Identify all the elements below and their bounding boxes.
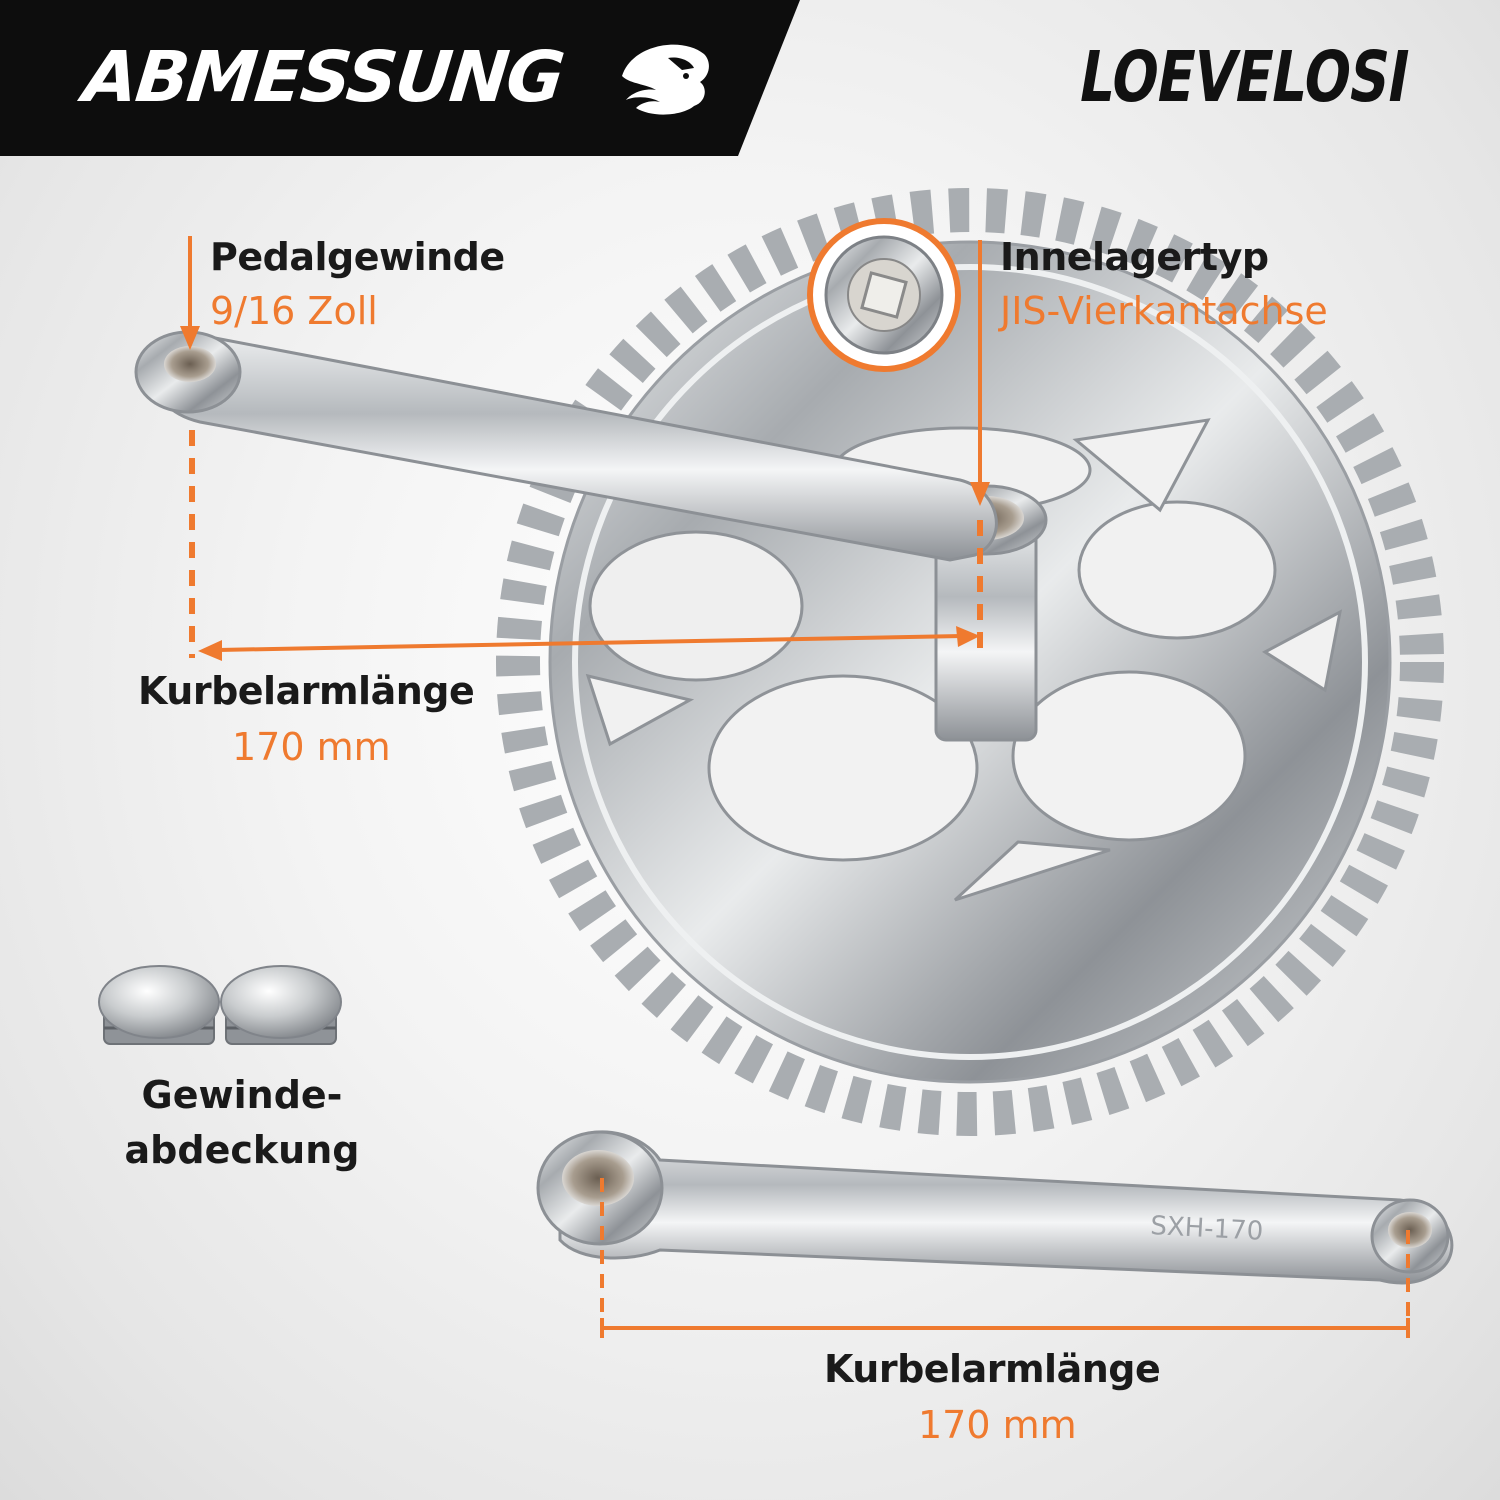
- chainring-teeth: [496, 188, 1444, 1136]
- chainring-rim-highlight: [572, 264, 1368, 1060]
- chainring-cutout: [707, 674, 979, 862]
- top-length-arrow-line: [217, 634, 963, 652]
- bottom-bracket-value: JIS-Vierkantachse: [1000, 289, 1328, 333]
- page-title: ABMESSUNG: [79, 36, 567, 118]
- chainring-cutout: [585, 673, 695, 747]
- thread-cover-caps: [98, 965, 342, 1045]
- pedal-thread-label: Pedalgewinde: [210, 235, 505, 279]
- thread-cover-label-line2: abdeckung: [124, 1128, 360, 1172]
- dimension-markers: [180, 236, 1410, 1338]
- thread-cover-label-line1: Gewinde-: [141, 1073, 343, 1117]
- arrow-down-icon: [180, 326, 200, 350]
- crank-length-bottom-value: 170 mm: [918, 1403, 1077, 1447]
- crank-length-label: Kurbelarmlänge: [138, 669, 475, 713]
- arrow-right-icon: [956, 626, 980, 647]
- chainring-cutout: [953, 840, 1111, 902]
- crank-length-value: 170 mm: [232, 725, 391, 769]
- top-crank-arm: [134, 330, 998, 562]
- arrow-left-icon: [198, 640, 222, 661]
- brand-logo: LOEVELOSI: [1073, 36, 1415, 118]
- chainring-cutout: [588, 530, 804, 682]
- chainring-cutout: [1072, 418, 1211, 513]
- pedal-thread-hole: [164, 346, 216, 382]
- chainring-cutout: [1077, 500, 1277, 640]
- thread-cover-label: Gewinde- abdeckung: [82, 1068, 402, 1178]
- bottom-bracket-label: Innelagertyp: [1000, 235, 1269, 279]
- bottom-crank-arm: [536, 1130, 1454, 1285]
- arrow-down-icon: [970, 482, 990, 506]
- pedal-thread-value: 9/16 Zoll: [210, 289, 378, 333]
- chainring-cutout: [1011, 670, 1247, 842]
- chainring-cutout: [1262, 609, 1343, 693]
- crank-length-bottom-label: Kurbelarmlänge: [824, 1347, 1161, 1391]
- lion-logo-icon: [622, 44, 709, 115]
- bottom-bracket-inset: [807, 218, 961, 372]
